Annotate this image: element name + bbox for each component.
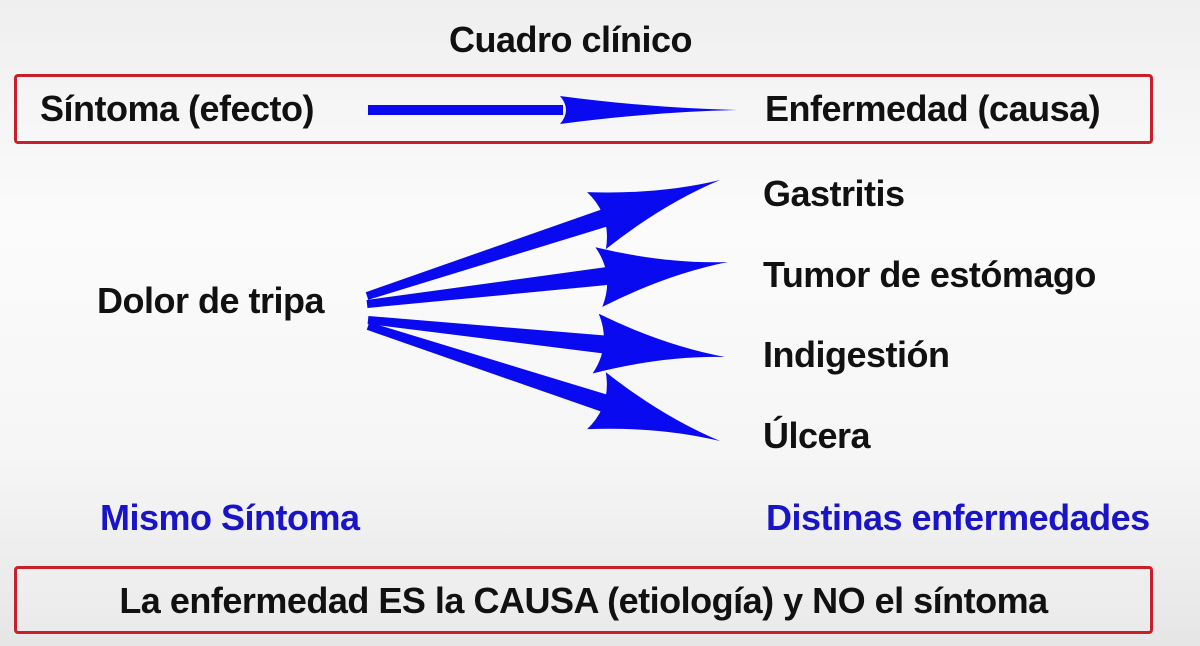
source-symptom: Dolor de tripa — [97, 280, 325, 321]
arrow-shaft — [365, 208, 609, 300]
arrow-head-icon — [592, 313, 725, 374]
disease-item: Gastritis — [763, 173, 905, 214]
conclusion-box — [14, 566, 1153, 634]
disease-item: Indigestión — [763, 334, 950, 375]
arrow-head-icon — [587, 180, 720, 250]
disease-item: Úlcera — [763, 415, 871, 456]
arrow-shaft — [366, 266, 610, 308]
different-diseases-caption: Distinas enfermedades — [766, 497, 1150, 538]
branch-arrows — [365, 180, 728, 441]
symptom-label: Síntoma (efecto) — [40, 88, 315, 129]
conclusion-text: La enfermedad ES la CAUSA (etiología) y … — [119, 580, 1048, 621]
disease-label: Enfermedad (causa) — [765, 88, 1101, 129]
arrow-shaft — [367, 316, 607, 354]
diagram-title: Cuadro clínico — [448, 19, 693, 60]
arrow-shaft — [366, 322, 609, 413]
same-symptom-caption: Mismo Síntoma — [100, 497, 360, 538]
arrow-head-icon — [595, 247, 728, 307]
arrow-head-icon — [587, 372, 720, 441]
arrow-right-icon — [368, 96, 737, 124]
disease-item: Tumor de estómago — [763, 254, 1096, 295]
